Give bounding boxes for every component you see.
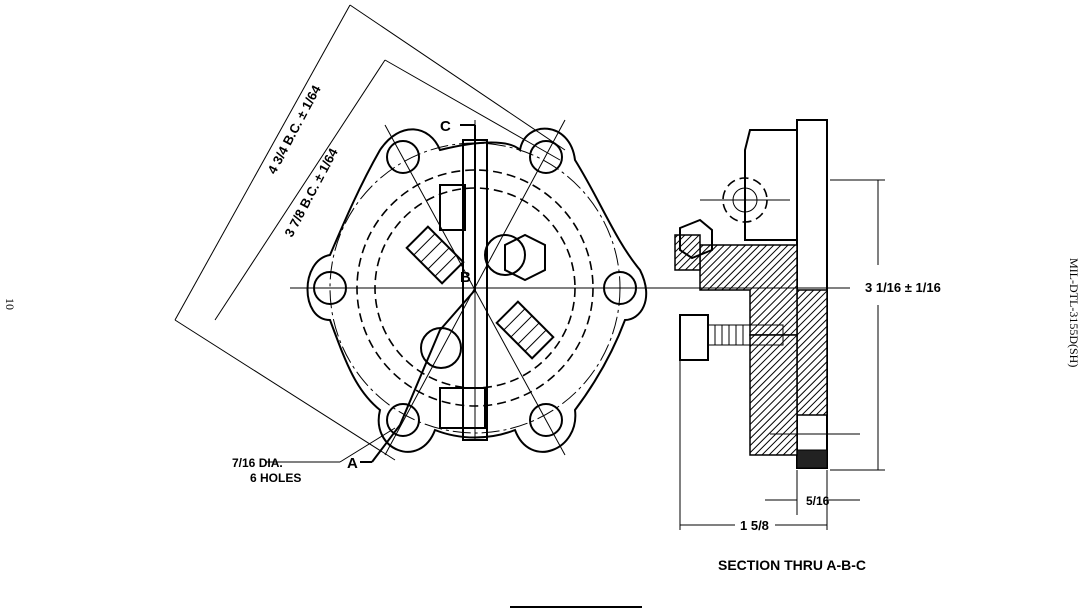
inner-bc-ext <box>384 59 561 161</box>
flange-outline <box>306 127 648 453</box>
hole-leader-2 <box>339 427 396 463</box>
inner-bc-label: 3 7/8 B.C. ± 1/64 <box>281 145 341 239</box>
label-b: B <box>460 269 471 286</box>
body-hatch <box>699 244 798 336</box>
hole-dia-label: 7/16 DIA. <box>232 456 283 470</box>
bolt-head <box>679 314 709 361</box>
front-view: C B A 4 3/4 B.C. ± 1/64 3 7/8 B.C. ± 1/6… <box>174 4 700 485</box>
hole-count-label: 6 HOLES <box>250 471 301 485</box>
inner-bc-dim-line <box>214 59 386 321</box>
outer-bc-label: 4 3/4 B.C. ± 1/64 <box>264 82 324 176</box>
flange-bottom <box>796 449 828 469</box>
section-cut-line <box>371 125 476 463</box>
section-view: 3 1/16 ± 1/16 5/16 1 5/8 SECTION THRU A-… <box>674 119 941 573</box>
clamp-hatch <box>674 234 701 271</box>
flange-dim-label: 5/16 <box>806 494 830 508</box>
body-lower-hatch <box>749 334 798 456</box>
outer-bc-dim-line <box>174 4 351 321</box>
document-id: MIL-DTL-3155D(SH) <box>1067 258 1081 367</box>
flange-hatch <box>796 289 828 416</box>
label-c: C <box>440 118 451 135</box>
outer-bc-ext-top <box>349 4 566 151</box>
depth-dim-label: 1 5/8 <box>740 518 769 533</box>
housing-top <box>744 129 797 241</box>
hex-nut <box>679 218 713 260</box>
page-number: 10 <box>3 298 17 310</box>
outer-bc-ext-bottom <box>174 319 396 461</box>
hex-bolts <box>405 184 555 429</box>
height-dim-label: 3 1/16 ± 1/16 <box>865 280 941 295</box>
label-a: A <box>347 455 358 472</box>
section-caption: SECTION THRU A-B-C <box>718 557 866 573</box>
bolt-thread <box>707 324 784 346</box>
